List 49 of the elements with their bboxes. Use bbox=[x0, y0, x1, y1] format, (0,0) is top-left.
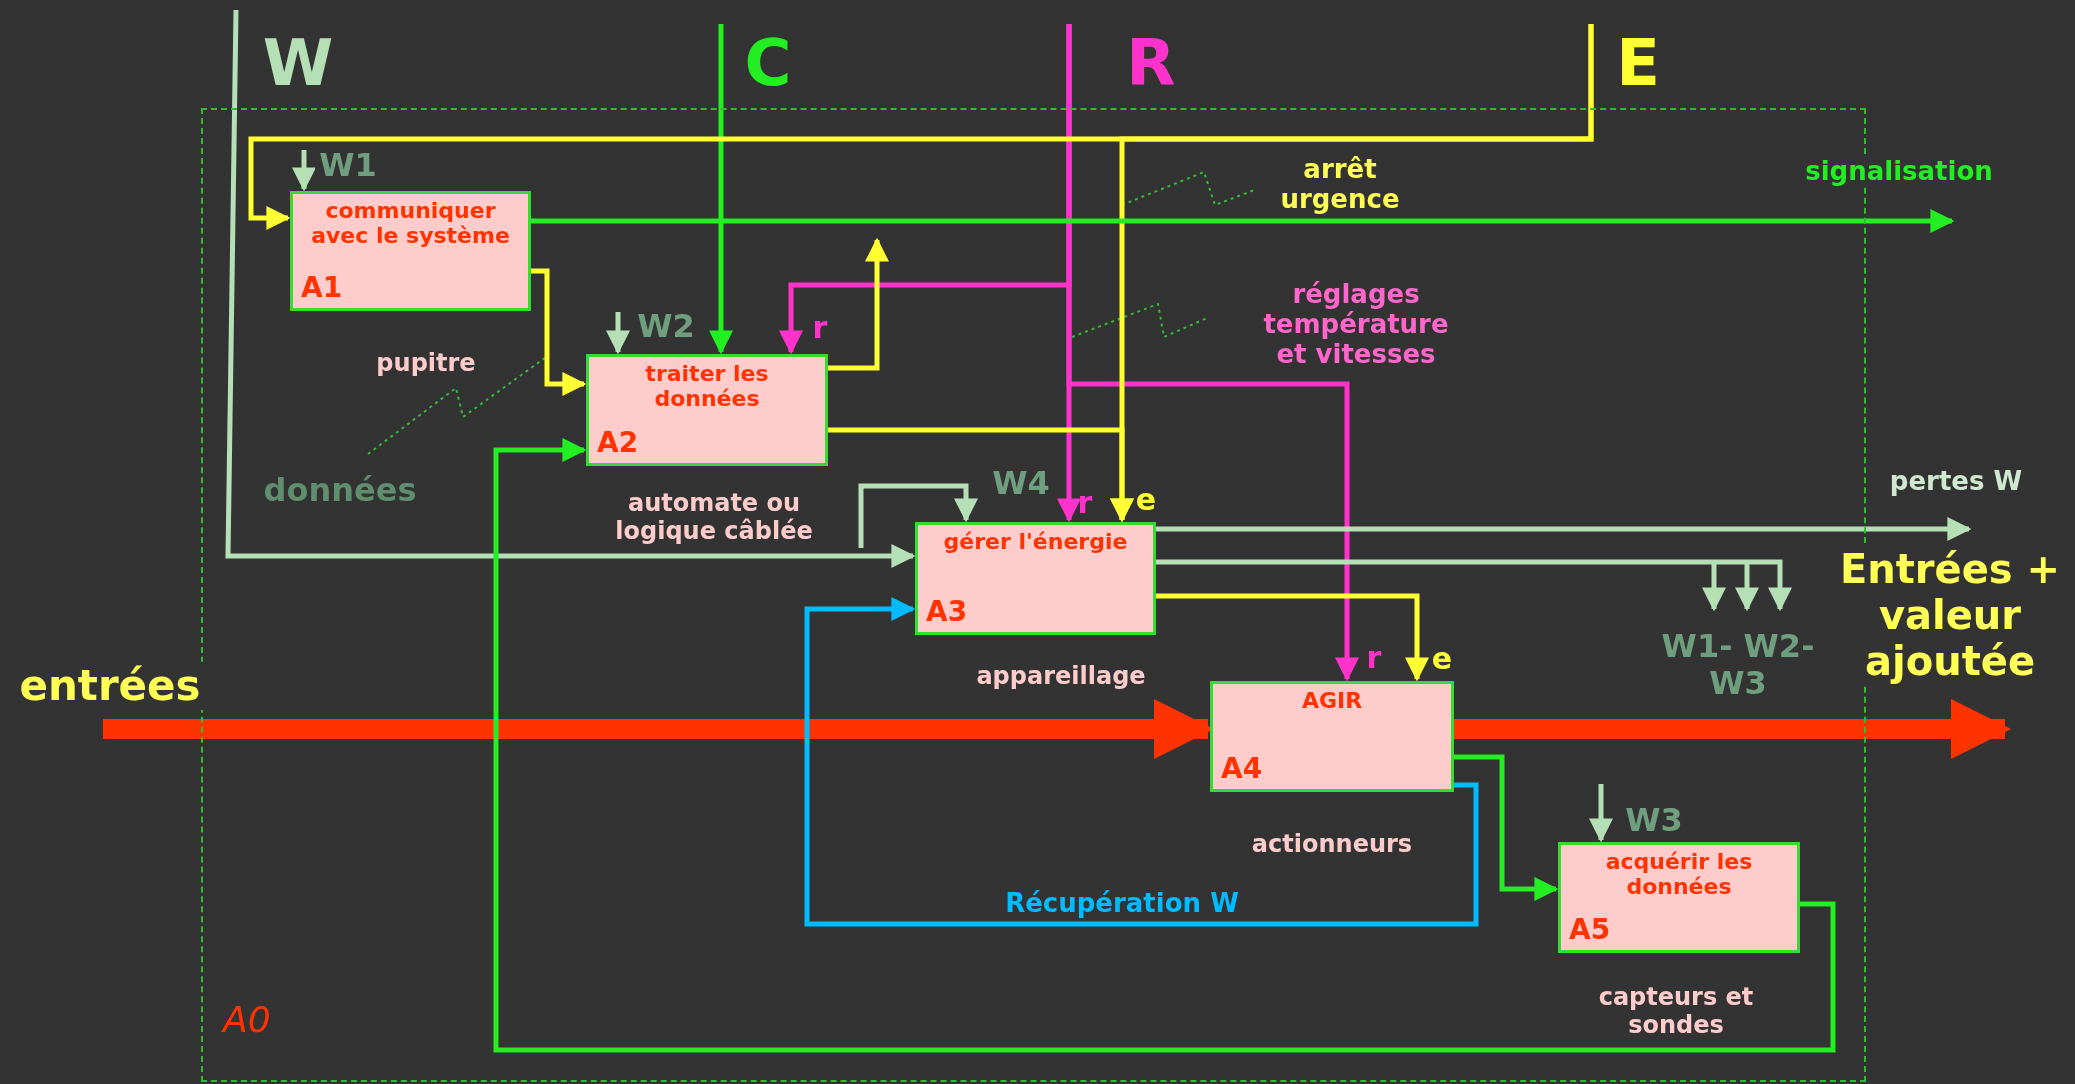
arrow bbox=[606, 312, 630, 355]
process-id: A5 bbox=[1569, 915, 1611, 946]
arrow bbox=[1154, 593, 1429, 682]
process-title: AGIR bbox=[1300, 688, 1364, 714]
process-title: traiter les données bbox=[644, 361, 770, 412]
note-label: réglages température et vitesses bbox=[1262, 280, 1450, 370]
process-id: A3 bbox=[926, 597, 968, 628]
note-label: r bbox=[1366, 640, 1382, 676]
process-title: gérer l'énergie bbox=[942, 529, 1129, 555]
arrow bbox=[1589, 784, 1613, 843]
process-box bbox=[1210, 681, 1454, 792]
arrow bbox=[858, 483, 978, 548]
process-box bbox=[915, 522, 1156, 635]
caption-label: capteurs et sondes bbox=[1597, 984, 1755, 1040]
arrow bbox=[493, 438, 1836, 1053]
arrow bbox=[1735, 562, 1759, 612]
caption-label: actionneurs bbox=[1250, 831, 1414, 859]
process-box bbox=[1558, 842, 1800, 953]
process-id: A2 bbox=[597, 428, 639, 459]
arrow bbox=[1702, 562, 1726, 612]
note-label: e bbox=[1431, 641, 1453, 677]
note-label: e bbox=[1135, 482, 1157, 518]
arrow bbox=[1452, 699, 2011, 759]
process-id: A1 bbox=[301, 273, 343, 304]
arrow bbox=[225, 9, 916, 568]
arrow bbox=[709, 24, 733, 355]
note-label: données bbox=[262, 471, 418, 509]
arrow bbox=[1154, 559, 1792, 612]
process-box bbox=[586, 354, 828, 466]
process-title: acquérir les données bbox=[1604, 849, 1754, 900]
caption-label: pupitre bbox=[375, 350, 477, 378]
process-title: communiquer avec le système bbox=[310, 198, 511, 249]
arrow bbox=[804, 597, 1479, 927]
caption-label: appareillage bbox=[975, 663, 1147, 691]
caption-label: automate ou logique câblée bbox=[614, 490, 814, 546]
arrow bbox=[1154, 517, 1972, 541]
arrow bbox=[1452, 754, 1559, 901]
arrow bbox=[826, 427, 1134, 523]
note-label: r bbox=[1077, 485, 1093, 521]
arrow bbox=[826, 237, 889, 371]
arrow bbox=[1066, 24, 1359, 682]
note-label: r bbox=[812, 310, 828, 346]
process-box bbox=[290, 191, 531, 311]
diagram-id: A0 bbox=[223, 999, 271, 1040]
note-label: arrêt urgence bbox=[1279, 155, 1401, 215]
process-id: A4 bbox=[1221, 754, 1263, 785]
arrow bbox=[292, 150, 316, 192]
arrow bbox=[529, 268, 587, 396]
arrow bbox=[529, 209, 1955, 233]
